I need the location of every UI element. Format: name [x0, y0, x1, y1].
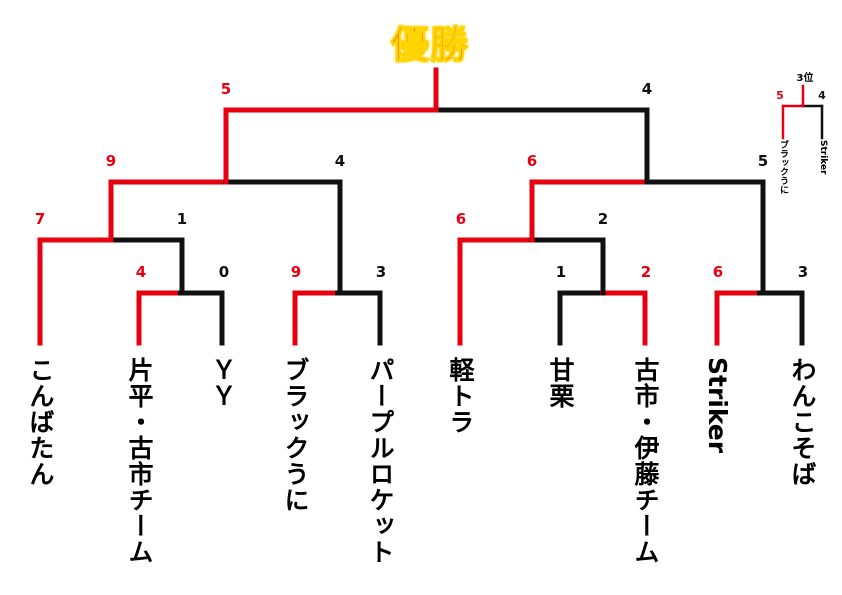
- score-label: 9: [105, 152, 117, 170]
- champion-title: 優勝: [390, 21, 469, 67]
- score-label: 1: [176, 210, 188, 228]
- team-name: こんばたん: [26, 357, 55, 487]
- team-name: ＹＹ: [208, 357, 237, 409]
- score-label: 3: [797, 263, 809, 281]
- score-label: 5: [757, 152, 769, 170]
- team-name: 軽トラ: [446, 357, 475, 435]
- team-name: ブラックうに: [281, 357, 310, 513]
- third-place-left-score: 5: [776, 89, 784, 102]
- score-label: 6: [455, 210, 467, 228]
- team-name: 片平・古市チーム: [125, 357, 154, 565]
- score-label: 4: [334, 152, 346, 170]
- team-name: 古市・伊藤チーム: [631, 357, 660, 565]
- score-label: 3: [375, 263, 387, 281]
- team-name: わんこそば: [788, 357, 817, 487]
- score-label: 2: [640, 263, 652, 281]
- third-place-left-team: ブラックうに: [778, 140, 788, 194]
- score-label: 4: [641, 80, 653, 98]
- score-label: 7: [34, 210, 46, 228]
- team-name: Striker: [703, 357, 732, 454]
- team-name: 甘栗: [546, 357, 575, 409]
- third-place-title: 3位: [796, 73, 814, 84]
- score-label: 6: [712, 263, 724, 281]
- score-label: 4: [135, 263, 147, 281]
- score-label: 2: [597, 210, 609, 228]
- team-name: パープルロケット: [366, 357, 395, 565]
- score-label: 5: [220, 80, 232, 98]
- score-label: 6: [526, 152, 538, 170]
- third-place-right-score: 4: [818, 89, 826, 102]
- score-label: 1: [555, 263, 567, 281]
- third-place-right-team: Striker: [818, 140, 828, 175]
- score-label: 9: [290, 263, 302, 281]
- score-label: 0: [218, 263, 230, 281]
